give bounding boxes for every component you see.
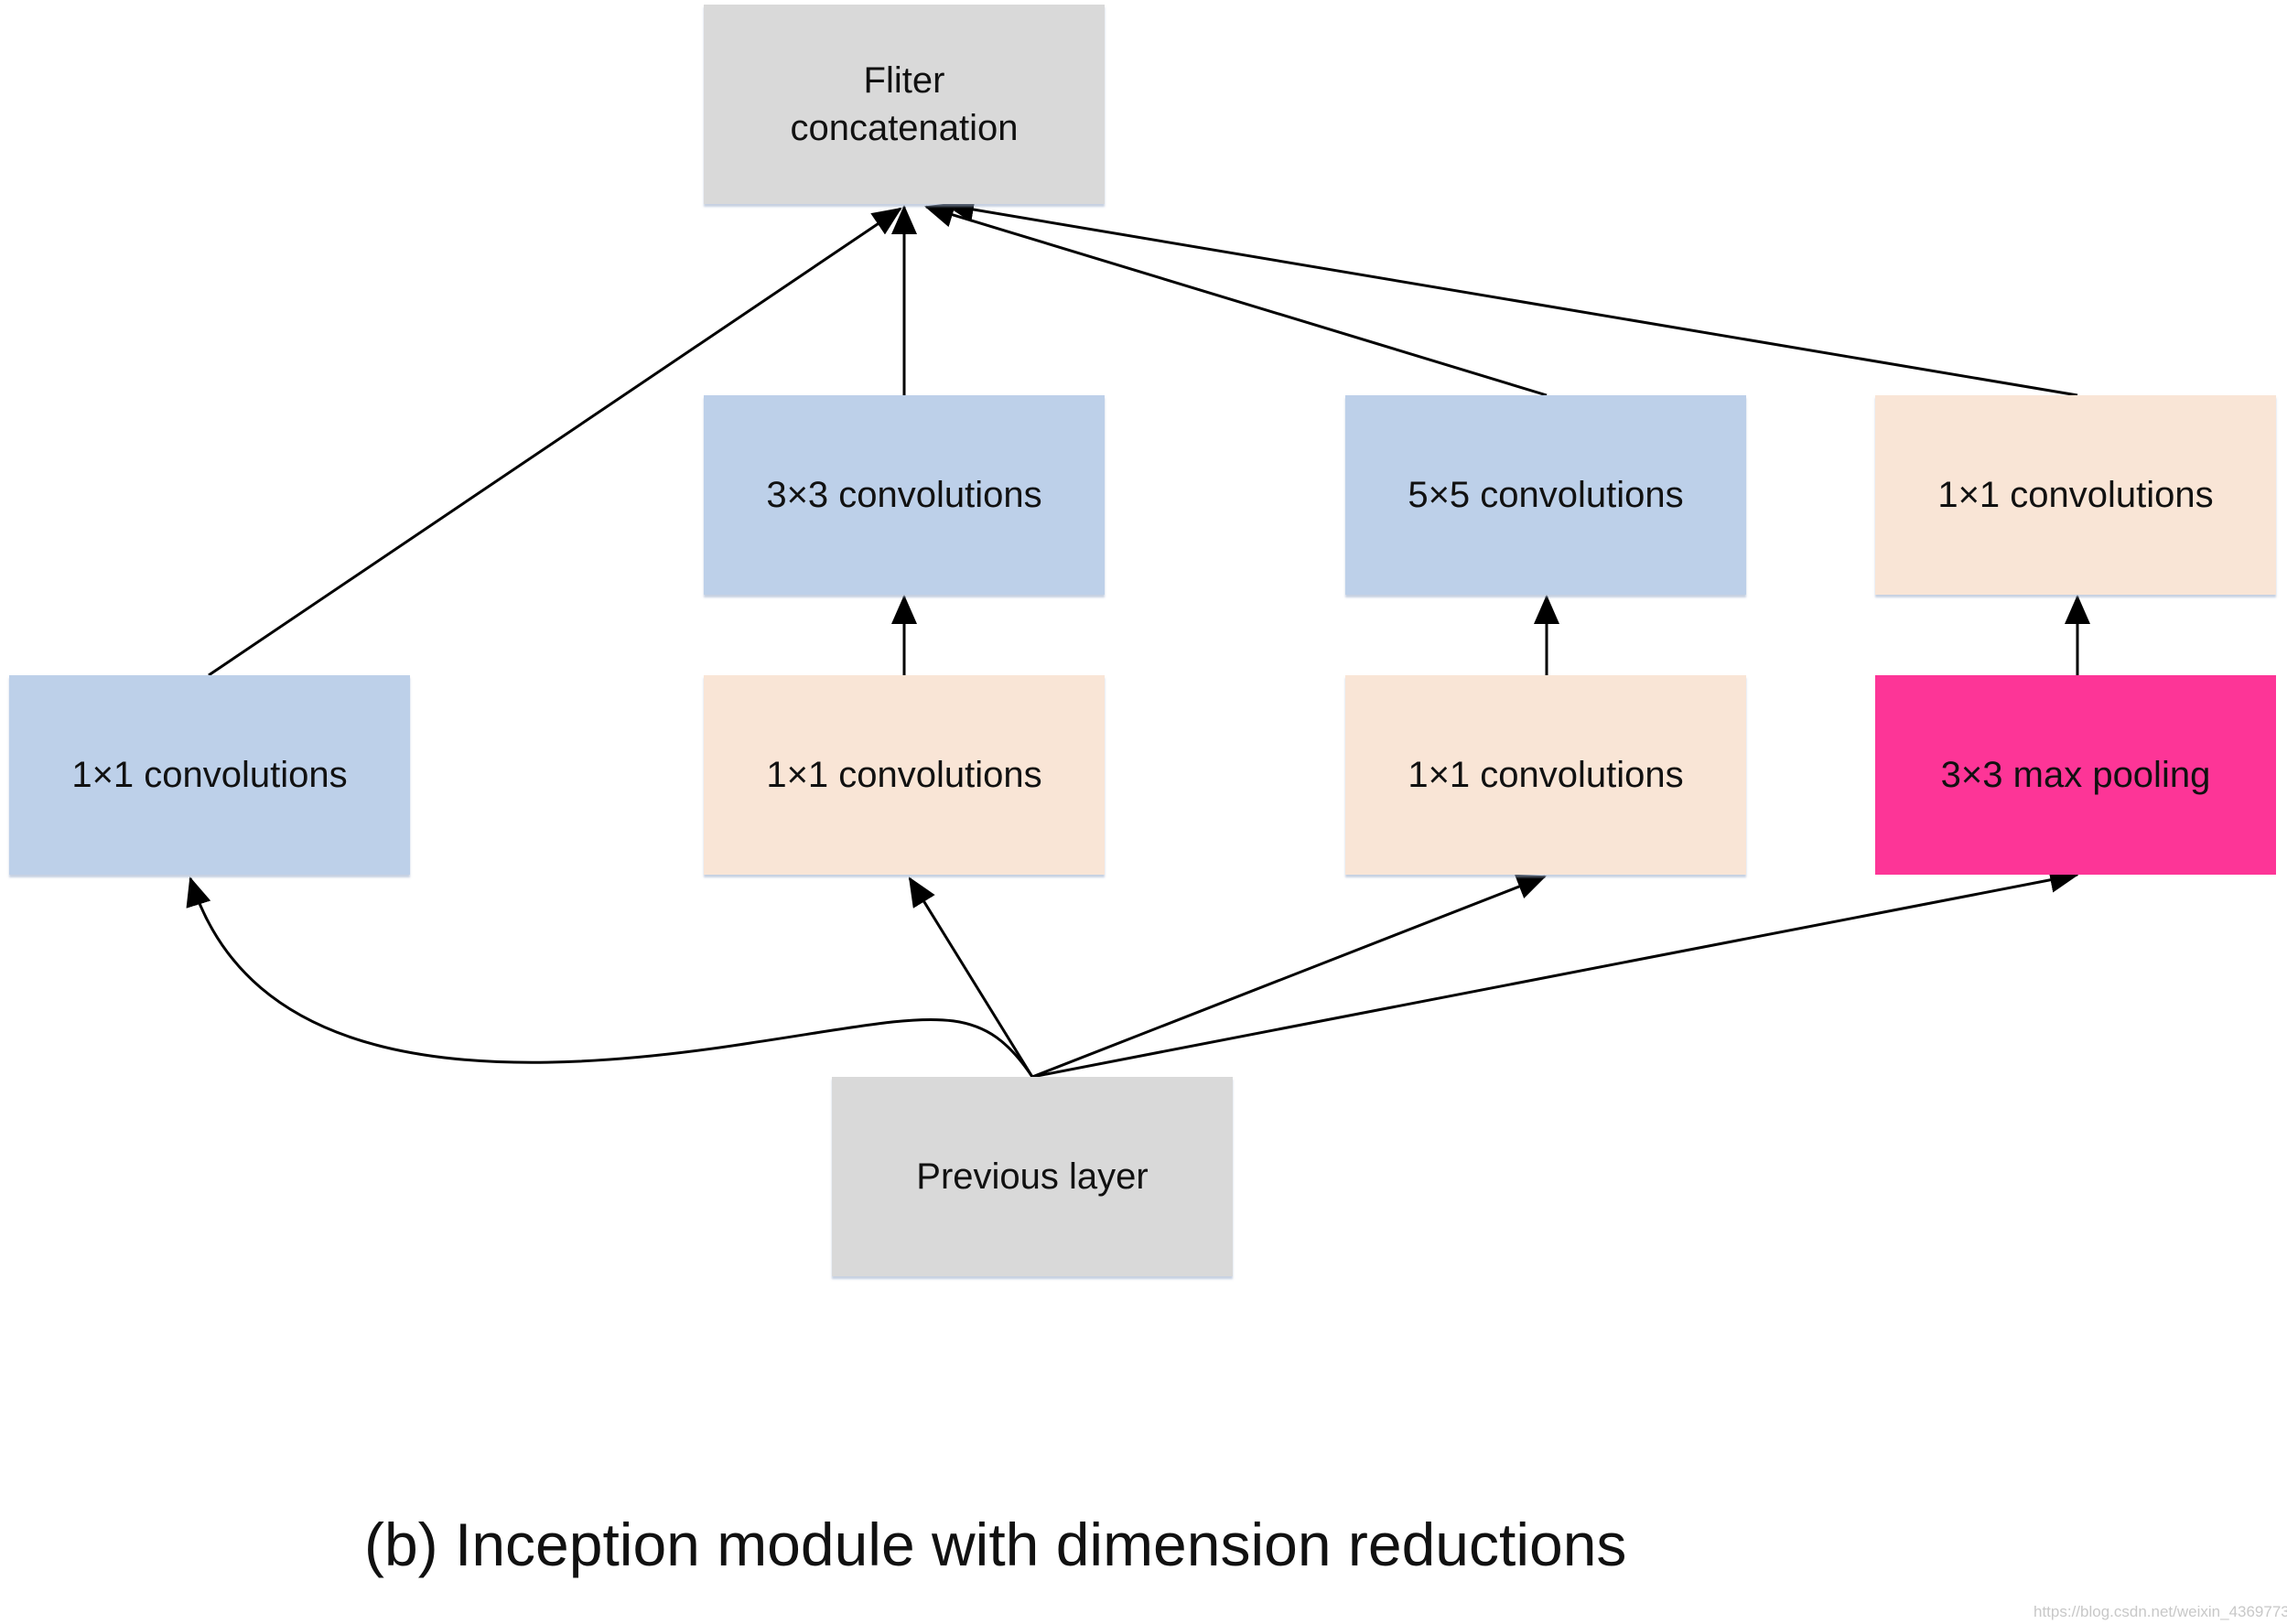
figure-caption: (b) Inception module with dimension redu… xyxy=(364,1511,1627,1578)
filter-concatenation-box: Fliter concatenation xyxy=(704,5,1105,204)
watermark-text: https://blog.csdn.net/weixin_43697732 xyxy=(2033,1603,2287,1620)
arrow-prev-to-conv1x1-reduce5 xyxy=(1031,874,1547,1079)
conv1x1-reduce-5x5-box: 1×1 convolutions xyxy=(1345,675,1746,875)
arrow-prev-to-conv1x1-left xyxy=(186,877,1034,1078)
conv1x1-left-box: 1×1 convolutions xyxy=(9,675,410,875)
arrow-poolproj-to-concat xyxy=(944,197,2078,397)
previous-layer-box: Previous layer xyxy=(832,1077,1233,1276)
conv1x1-pool-projection-box: 1×1 convolutions xyxy=(1875,395,2276,595)
conv3x3-box: 3×3 convolutions xyxy=(704,395,1105,595)
max-pooling-box: 3×3 max pooling xyxy=(1875,675,2276,875)
conv5x5-box: 5×5 convolutions xyxy=(1345,395,1746,595)
arrow-prev-to-conv1x1-reduce3 xyxy=(908,877,1034,1078)
conv1x1-reduce-3x3-box: 1×1 convolutions xyxy=(704,675,1105,875)
arrow-conv1x1-left-to-concat xyxy=(208,207,902,677)
arrow-prev-to-maxpool xyxy=(1031,866,2079,1079)
arrow-conv5x5-to-concat xyxy=(924,202,1548,397)
